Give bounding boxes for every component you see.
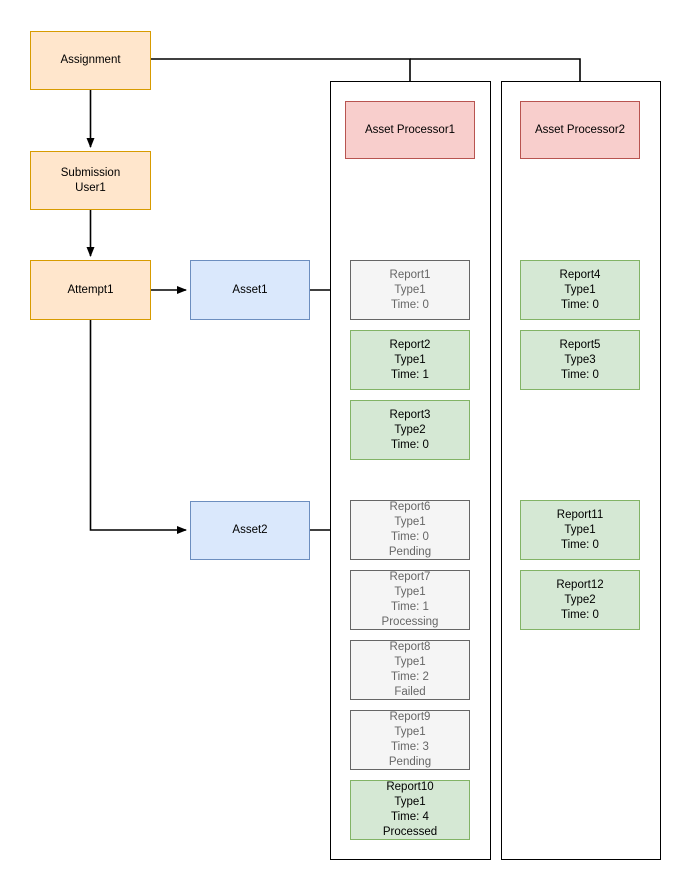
node-asset1-label: Asset1 — [232, 283, 268, 296]
report-type: Type1 — [394, 796, 426, 808]
report-status: Failed — [394, 686, 426, 698]
report-type: Type2 — [564, 593, 596, 606]
report-time: Time: 3 — [391, 741, 429, 753]
report-type: Type1 — [394, 283, 426, 296]
report-time: Time: 1 — [391, 368, 429, 381]
report-type: Type1 — [564, 523, 596, 536]
report-time: Time: 0 — [391, 298, 429, 311]
node-asset2-label: Asset2 — [232, 524, 268, 536]
report-time: Time: 0 — [561, 298, 599, 311]
processor2-container — [501, 81, 661, 860]
report-type: Type3 — [564, 353, 596, 366]
edge-attempt1-to-asset2 — [89, 320, 187, 534]
node-asset-processor1[interactable]: Asset Processor1 — [345, 101, 475, 159]
node-asset2[interactable]: Asset2 — [190, 501, 310, 560]
report-type: Type1 — [394, 353, 426, 366]
report-name: Report3 — [389, 408, 431, 421]
report-name: Report5 — [559, 338, 601, 351]
node-asset-processor2-label: Asset Processor2 — [534, 123, 626, 136]
node-submission-label-1: Submission — [60, 166, 121, 179]
report-type: Type1 — [394, 516, 426, 528]
node-assignment-label: Assignment — [60, 54, 121, 66]
report-status: Pending — [388, 546, 432, 558]
report-name: Report2 — [389, 338, 431, 351]
report-time: Time: 1 — [391, 601, 429, 613]
node-submission-label-2: User1 — [75, 181, 106, 194]
report-name: Report11 — [556, 508, 604, 521]
report-type: Type1 — [394, 656, 426, 668]
report-name: Report6 — [389, 501, 431, 513]
node-attempt1-label: Attempt1 — [67, 283, 114, 296]
report-time: Time: 0 — [561, 608, 599, 621]
report-name: Report8 — [389, 641, 431, 653]
report-time: Time: 0 — [391, 438, 429, 451]
report-type: Type1 — [394, 586, 426, 598]
node-asset1[interactable]: Asset1 — [190, 260, 310, 320]
node-attempt1[interactable]: Attempt1 — [30, 260, 151, 320]
report-name: Report7 — [389, 571, 431, 583]
report-name: Report9 — [389, 711, 431, 723]
report-name: Report12 — [556, 578, 604, 591]
report-status: Processing — [381, 616, 439, 628]
report-time: Time: 4 — [391, 811, 429, 823]
report-type: Type2 — [394, 423, 426, 436]
report-time: Time: 0 — [561, 368, 599, 381]
report-type: Type1 — [394, 726, 426, 738]
report-status: Pending — [388, 756, 432, 768]
report-name: Report1 — [389, 268, 431, 281]
report-time: Time: 0 — [561, 538, 599, 551]
report-name: Report10 — [386, 781, 434, 793]
report-status: Processed — [382, 826, 438, 838]
report-name: Report4 — [559, 268, 601, 281]
node-submission[interactable]: Submission User1 — [30, 151, 151, 210]
node-asset-processor2[interactable]: Asset Processor2 — [520, 101, 640, 159]
node-assignment[interactable]: Assignment — [30, 31, 151, 90]
report-time: Time: 0 — [391, 531, 429, 543]
report-time: Time: 2 — [391, 671, 429, 683]
report-type: Type1 — [564, 283, 596, 296]
node-asset-processor1-label: Asset Processor1 — [364, 123, 456, 136]
